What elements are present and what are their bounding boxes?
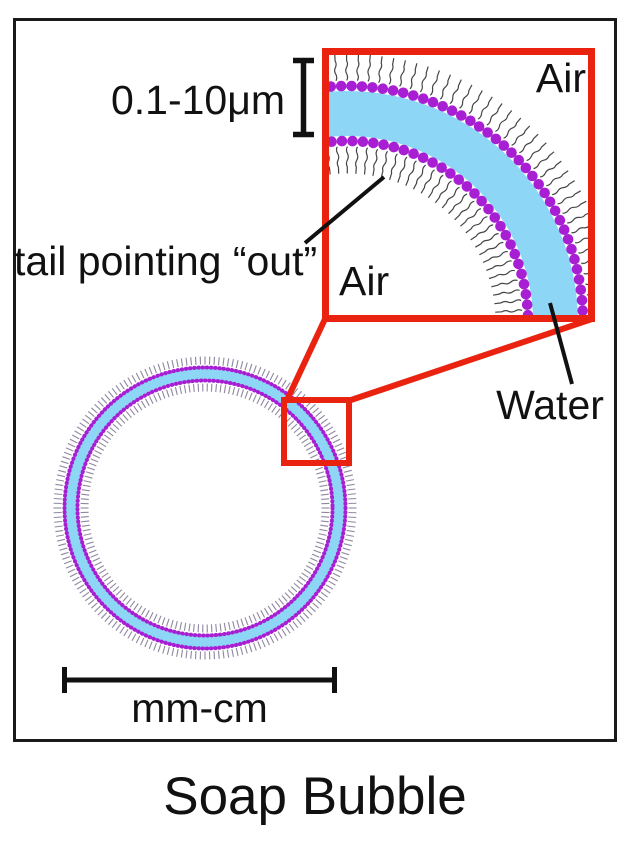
diameter-scale-bar xyxy=(62,667,337,693)
air-inner-label: Air xyxy=(339,258,390,304)
thickness-label: 0.1-10μm xyxy=(110,77,285,123)
water-label: Water xyxy=(496,382,604,428)
figure-frame xyxy=(13,18,617,742)
annotation-pointer-lines xyxy=(303,175,574,385)
bubble-water-ring xyxy=(64,367,346,649)
scale-label: mm-cm xyxy=(131,685,268,731)
tail-pointing-out-label: tail pointing “out” xyxy=(14,238,318,284)
zoom-connector-lines xyxy=(284,316,593,404)
figure-title: Soap Bubble xyxy=(163,767,467,826)
air-outer-label: Air xyxy=(535,55,586,101)
tail-pointer-line xyxy=(303,175,386,245)
inset-frame-rect xyxy=(322,48,595,322)
thickness-bracket xyxy=(293,57,314,138)
zoom-region-rect xyxy=(281,397,352,466)
zoom-region-box xyxy=(281,397,352,466)
water-layer xyxy=(329,91,578,315)
water-pointer-line xyxy=(548,302,574,385)
soap-film-band xyxy=(329,55,588,315)
soap-bubble-drawing xyxy=(53,356,357,660)
